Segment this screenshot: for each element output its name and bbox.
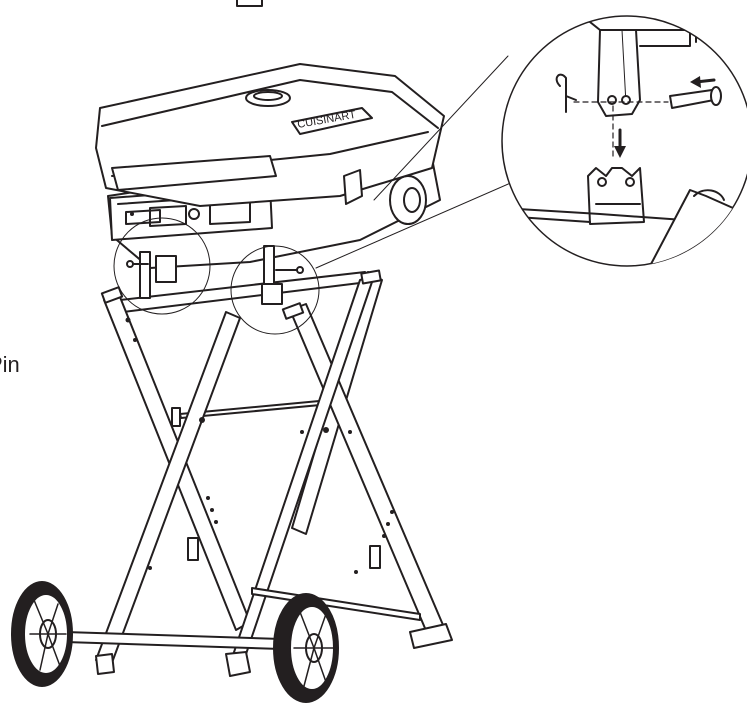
top-fragment <box>237 0 262 6</box>
inset-upper-bracket <box>598 30 640 116</box>
wheel-left <box>12 582 72 686</box>
stand-foot <box>410 624 452 648</box>
wheel-right <box>274 594 338 702</box>
grill-body: CUISINART <box>96 64 444 334</box>
stand-leg-front-left <box>96 312 240 668</box>
mount-bracket-left <box>156 256 176 282</box>
callout-label-pin: Pin <box>0 354 20 376</box>
mount-bracket-right <box>262 284 282 304</box>
